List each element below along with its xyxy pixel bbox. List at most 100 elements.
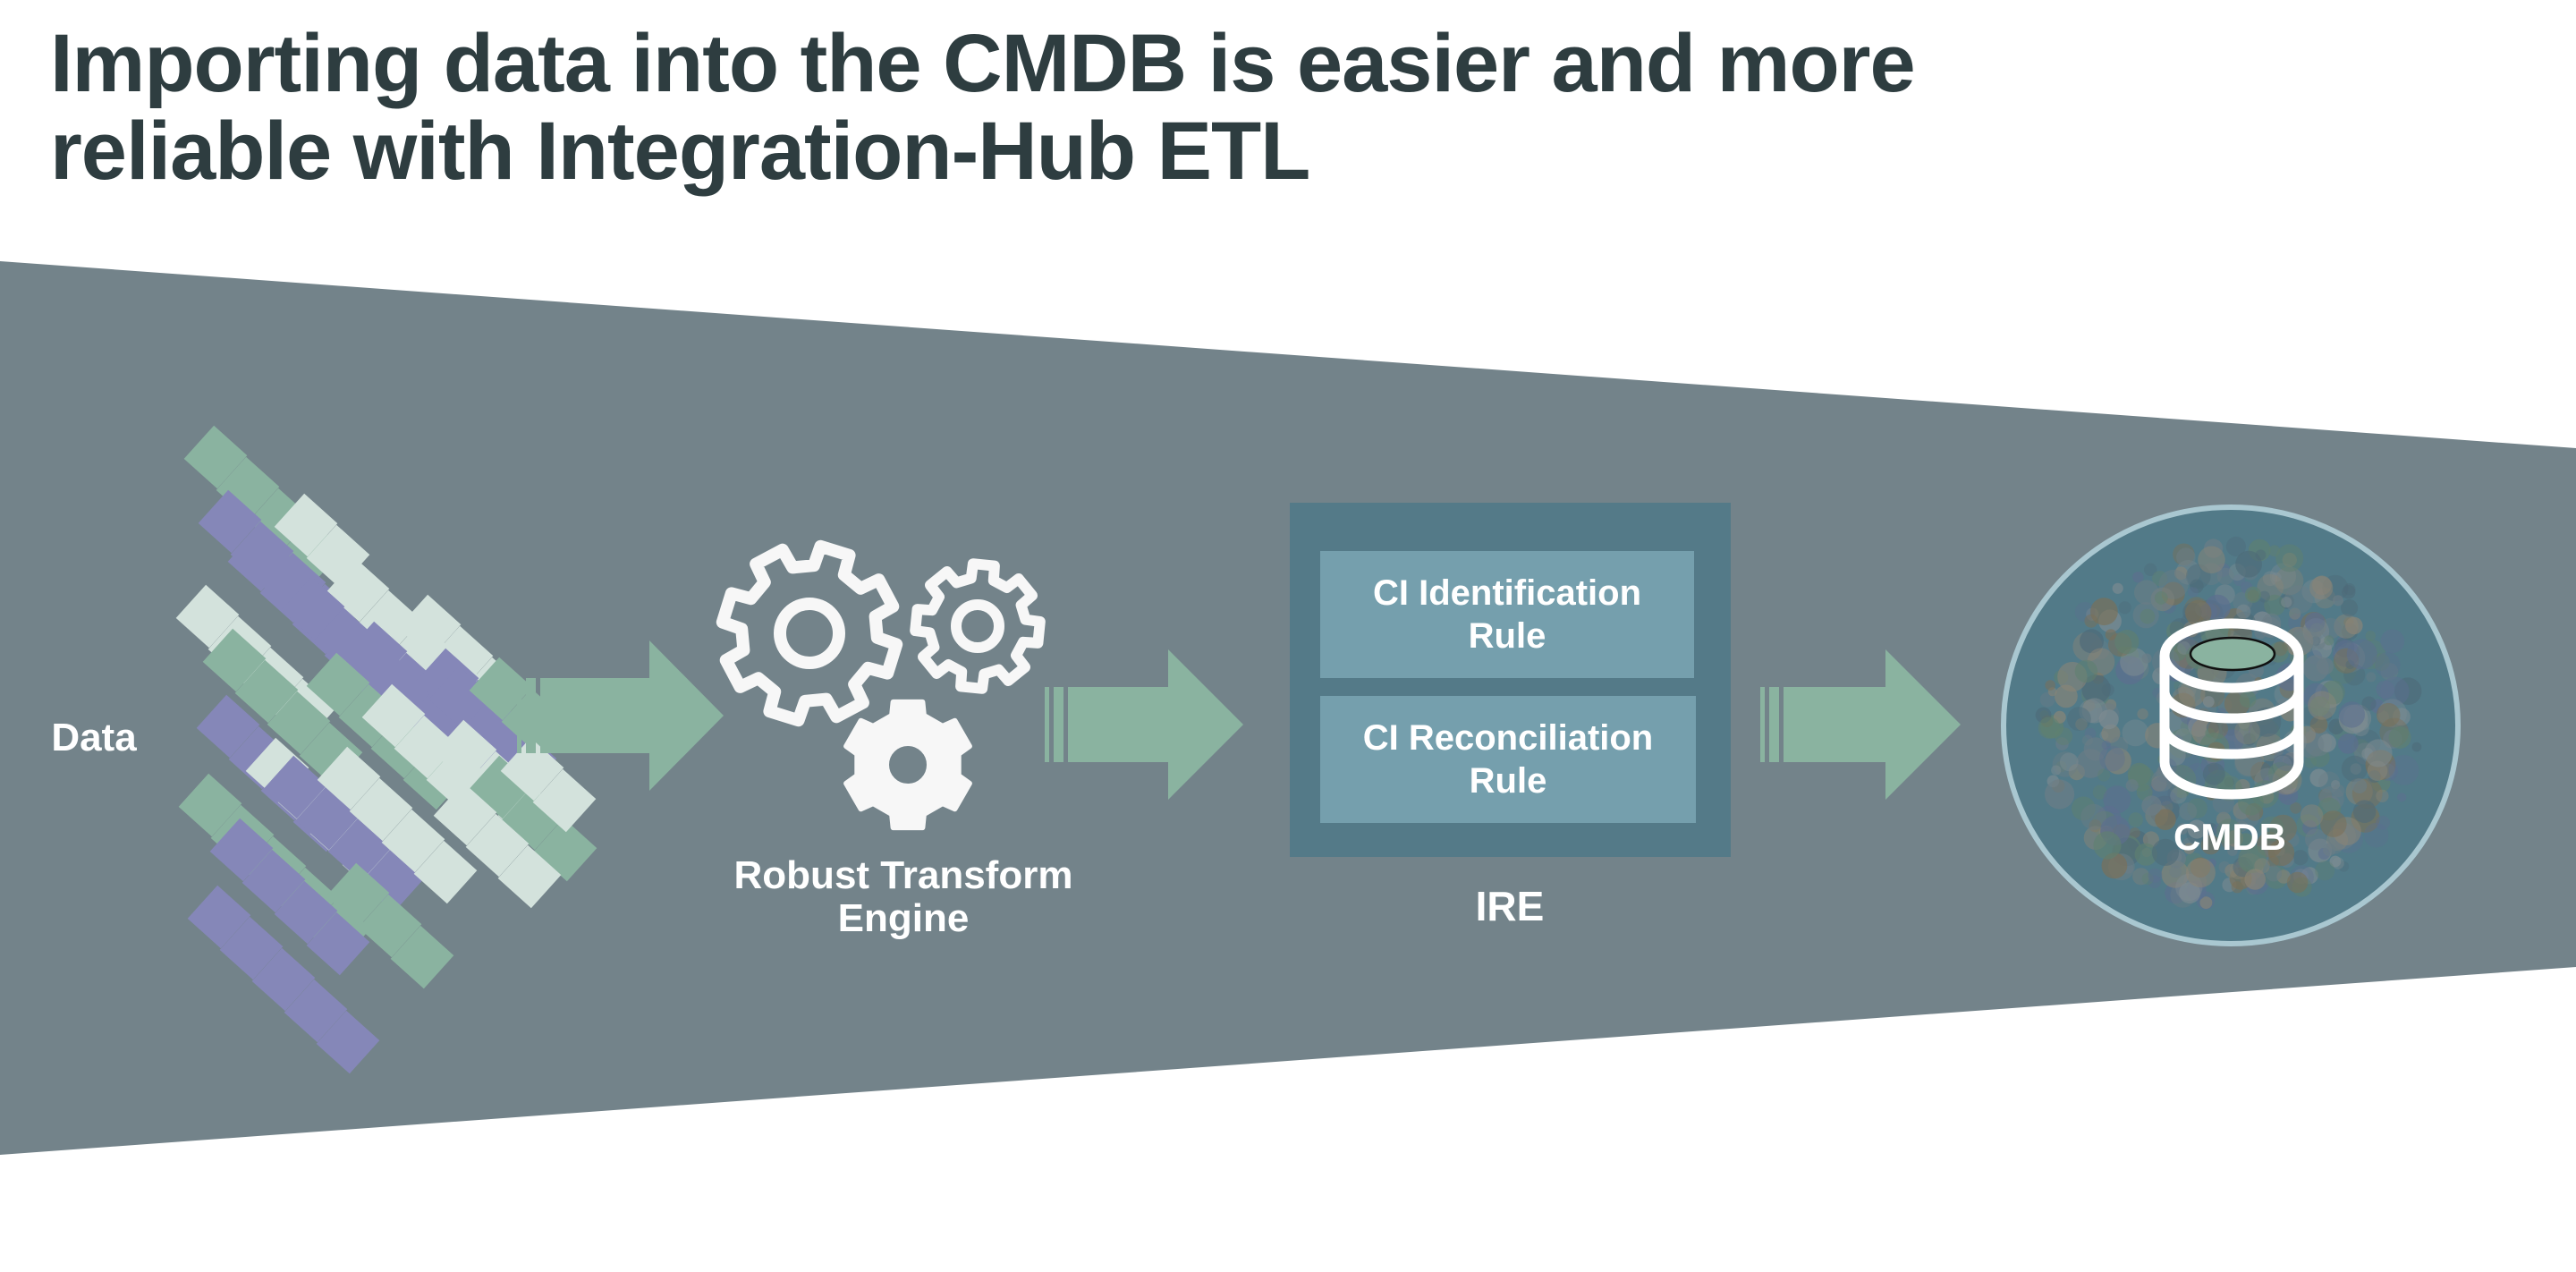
cmdb-bubble [2216, 567, 2234, 585]
cmdb-bubble [2185, 599, 2212, 626]
cmdb-bubble [2185, 858, 2216, 888]
cmdb-bubble [2329, 855, 2342, 868]
data-diamond [219, 916, 284, 980]
cmdb-circle [2001, 505, 2461, 946]
cmdb-bubble [2055, 684, 2078, 708]
cmdb-bubble [2267, 839, 2295, 867]
cmdb-bubble [2099, 745, 2125, 772]
cmdb-bubble [2120, 648, 2148, 676]
cmdb-bubble [2331, 780, 2341, 790]
cmdb-bubble [2097, 768, 2111, 782]
cmdb-bubble [2332, 784, 2345, 798]
cmdb-bubble [2141, 795, 2162, 816]
cmdb-bubble [2318, 771, 2340, 793]
cmdb-bubble [2101, 683, 2114, 697]
cmdb-bubble [2338, 701, 2365, 728]
cmdb-bubble [2346, 639, 2377, 670]
ire-label: IRE [1475, 883, 1545, 929]
cmdb-bubble [2140, 608, 2156, 624]
data-diamond [306, 652, 370, 717]
cmdb-bubble [2090, 598, 2118, 626]
data-diamond [469, 657, 533, 721]
cmdb-bubble [2038, 717, 2061, 739]
cmdb-bubble [2324, 635, 2334, 646]
cmdb-bubble [2376, 702, 2401, 727]
cmdb-bubble [2055, 737, 2069, 750]
cmdb-bubble [2114, 630, 2140, 655]
data-diamond [234, 659, 299, 724]
cmdb-bubble [2141, 653, 2152, 664]
cmdb-bubble [2319, 617, 2342, 640]
gears-icon [716, 539, 1046, 831]
data-diamond [394, 715, 458, 779]
data-diamond [281, 576, 345, 640]
cmdb-bubble [2388, 726, 2411, 749]
gear-hub-ring-icon [951, 599, 1004, 653]
cmdb-bubble [2332, 857, 2344, 869]
cmdb-bubble [2183, 843, 2195, 854]
cmdb-bubble [2074, 659, 2098, 683]
rule-line-2: Rule [1468, 616, 1546, 656]
cmdb-bubble [2302, 655, 2329, 682]
gear-solid-icon [843, 699, 972, 831]
database-icon [2159, 618, 2304, 800]
cmdb-bubble [2134, 580, 2159, 605]
cmdb-bubble [2202, 762, 2225, 785]
arrow-right-icon [517, 640, 724, 791]
cmdb-bubble [2067, 707, 2091, 731]
cmdb-bubble [2275, 566, 2304, 596]
data-diamond [316, 1010, 380, 1074]
cmdb-bubble [2084, 727, 2097, 740]
gear-outline-medium-icon [910, 558, 1046, 694]
cmdb-bubble [2338, 861, 2350, 872]
cmdb-bubble [2128, 812, 2143, 827]
cmdb-bubble [2059, 752, 2079, 772]
cmdb-bubble [2242, 733, 2257, 746]
cmdb-bubble [2125, 779, 2139, 793]
cmdb-bubble [2309, 716, 2328, 734]
cmdb-bubble [2112, 582, 2123, 594]
cmdb-bubble [2309, 576, 2334, 600]
cmdb-bubble [2200, 835, 2221, 855]
cmdb-bubble [2275, 544, 2304, 572]
data-diamond [358, 894, 422, 958]
data-diamond [433, 782, 497, 846]
page-title: Importing data into the CMDB is easier a… [50, 20, 2376, 195]
data-diamond [198, 489, 262, 554]
cmdb-bubble [2284, 626, 2314, 657]
cmdb-bubble [2376, 680, 2394, 699]
data-diamond [284, 979, 348, 1043]
data-diamond [317, 746, 381, 810]
cmdb-bubble [2170, 787, 2187, 804]
ci-identification-rule: CI Identification Rule [1320, 551, 1694, 678]
data-diamond [209, 818, 274, 882]
cmdb-bubble [2315, 861, 2335, 881]
cmdb-bubble [2216, 811, 2232, 827]
data-diamond [274, 493, 338, 557]
cmdb-bubble [2169, 865, 2182, 878]
cmdb-bubble [2281, 597, 2292, 608]
rule-line-1: CI Reconciliation [1362, 718, 1654, 758]
cmdb-bubble [2273, 641, 2288, 657]
cmdb-bubble [2199, 896, 2213, 909]
data-diamond [242, 849, 306, 913]
data-diamond [202, 628, 267, 692]
cmdb-bubble [2179, 882, 2201, 904]
cmdb-bubble [2235, 820, 2248, 833]
data-diamond [183, 425, 248, 489]
cmdb-bubble [2397, 793, 2407, 802]
cmdb-bubble [2093, 831, 2122, 860]
cmdb-bubble [2304, 756, 2317, 768]
cmdb-bubble [2235, 550, 2263, 578]
data-diamond [175, 584, 240, 649]
ire-box: CI Identification Rule CI Reconciliation… [1290, 503, 1731, 857]
data-diamond [428, 666, 493, 730]
cmdb-bubble [2190, 579, 2204, 594]
cmdb-bubble [2161, 860, 2190, 888]
cmdb-bubble [2388, 755, 2419, 785]
cmdb-bubble [2072, 796, 2096, 821]
cmdb-bubble [2198, 546, 2225, 574]
gear-hub-ring-icon [774, 598, 845, 669]
cmdb-bubble [2269, 814, 2297, 843]
